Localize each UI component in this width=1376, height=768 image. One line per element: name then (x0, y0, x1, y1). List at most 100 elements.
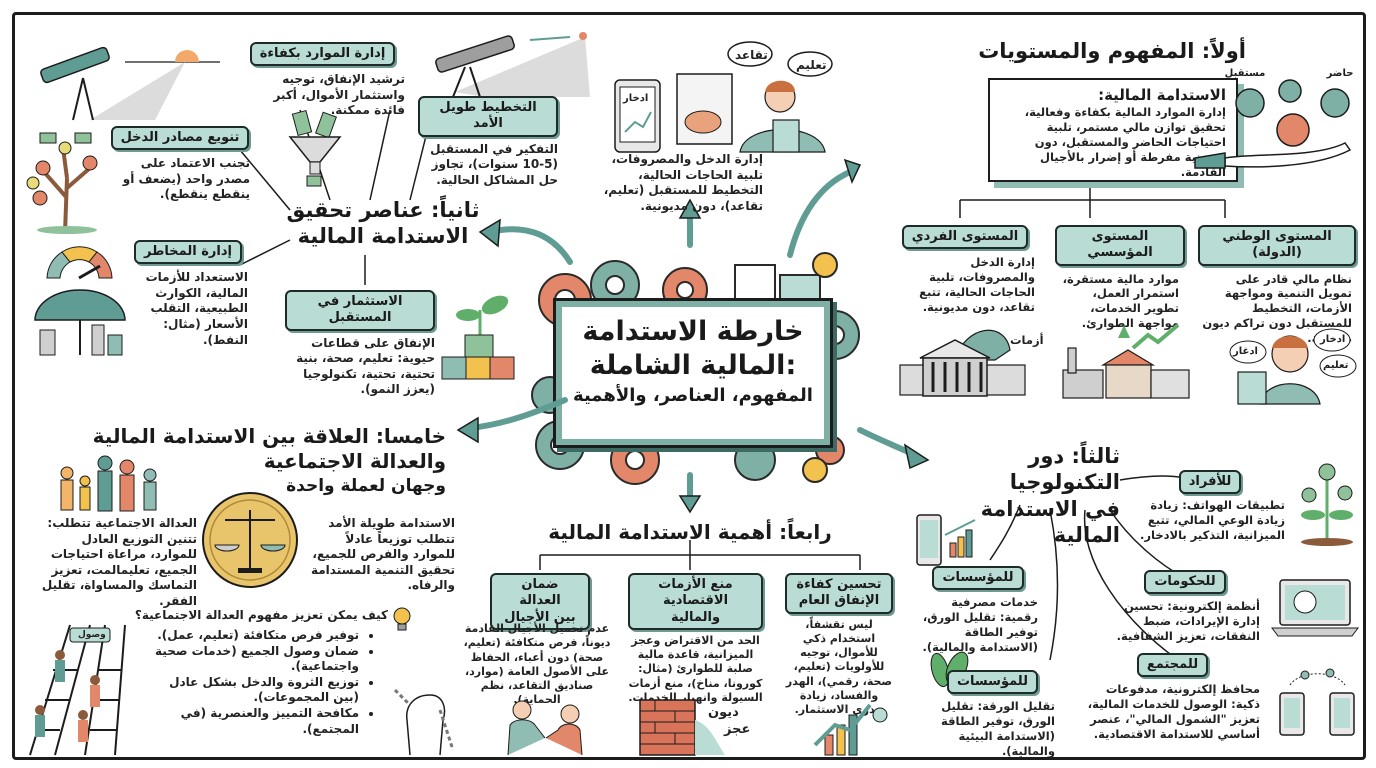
section5-subheading: وجهان لعملة واحدة (286, 476, 446, 496)
element-income-tag: تنويع مصادر الدخل (110, 126, 250, 151)
tech-institutions-paper-tag: للمؤسسات (946, 670, 1038, 695)
section2-heading: ثانياً: عناصر تحقيق الاستدامة المالية (278, 197, 488, 250)
funnel-money-icon (288, 109, 342, 187)
importance-crises-text: الحد من الاقتراض وعجز الميزانية، قاعدة م… (628, 633, 763, 704)
justice-bullets: توفير فرص متكافئة (تعليم، عمل). ضمان وصو… (145, 628, 375, 737)
tech-community-text: محافظ إلكترونية، مدفوعات ذكية: الوصول لل… (1087, 682, 1260, 742)
justice-bullet: مكافحة التمييز والعنصرية (في المجتمع). (145, 706, 359, 737)
tech-institutions-digital-text: خدمات مصرفية رقمية: تقليل الورق، توفير ا… (922, 595, 1039, 655)
laptop-icon (1271, 579, 1359, 637)
bubble-education: تعليم (1323, 360, 1349, 371)
debt-label: ديون (708, 705, 739, 720)
umbrella-city-icon (34, 289, 126, 356)
bank-wave-icon (899, 329, 1026, 397)
telescope-road-icon (435, 32, 590, 98)
ladder-label: وصول (78, 630, 106, 640)
section3-heading-line2: في الاستدامة المالية (980, 496, 1120, 547)
element-long-term-text: التفكير في المستقبل (5-10 سنوات)، تجاوز … (430, 141, 558, 187)
importance-crises: منع الأزمات الاقتصادية والمالية الحد من … (628, 573, 763, 705)
svg-text:مستقبل: مستقبل (1225, 68, 1266, 79)
definition-title: الاستدامة المالية: (1098, 86, 1226, 104)
element-invest-text: الإنفاق على قطاعات حيوية: تعليم، صحة، بن… (296, 335, 435, 397)
tech-individuals-tag: للأفراد (1178, 470, 1242, 495)
central-title-line2: المالية الشاملة: (589, 349, 797, 381)
tech-individuals-text: تطبيقات الهواتف: زيادة زيادة الوعي المال… (1140, 498, 1285, 543)
crisis-label: أزمات (1010, 333, 1044, 347)
tech-governments: للحكومات أنظمة إلكترونية: تحسين إدارة ال… (1110, 570, 1260, 644)
importance-spending-title1: تحسين كفاءة (796, 577, 882, 592)
section4-heading: رابعاً: أهمية الاستدامة المالية (548, 520, 832, 544)
importance-crises-title2: الاقتصادية والمالية (662, 593, 729, 625)
money-tree-icon (26, 132, 98, 234)
element-income: تنويع مصادر الدخل تجنب الاعتماد على مصدر… (110, 126, 250, 203)
bubble-savings: ادخار (1320, 334, 1346, 345)
element-resources: إدارة الموارد بكفاءة ترشيد الإنفاق، توجي… (240, 42, 405, 119)
definition-text: إدارة الموارد المالية بكفاءة وفعالية، تح… (1024, 104, 1226, 179)
section5-heading-line2: والعدالة الاجتماعية (263, 449, 446, 473)
deficit-label: عجز (724, 722, 751, 737)
level-institutional-text: موارد مالية مستقرة، استمرار العمل، تطوير… (1062, 271, 1179, 331)
element-risk-text: الاستعداد للأزمات المالية، الكوارث الطبي… (145, 270, 248, 347)
central-subtitle: المفهوم، العناصر، والأهمية (573, 384, 813, 406)
element-long-term: التخطيط طويل الأمد التفكير في المستقبل (… (418, 96, 558, 188)
blocks-sprout-icon (441, 295, 515, 380)
importance-spending: تحسين كفاءة الإنفاق العام ليس تقشفاً، اس… (785, 573, 893, 718)
level-individual-tag: المستوى الفردي (901, 225, 1029, 250)
phones-network-icon (1279, 668, 1355, 736)
section1-heading: أولاً: المفهوم والمستويات (978, 39, 1246, 63)
element-income-text: تجنب الاعتماد على مصدر واحد (يضعف أو ينق… (122, 156, 250, 202)
importance-generations-text: عدم تحميل الأجيال القادمة ديوناً، فرص مت… (463, 622, 611, 707)
telescope-sunrise-icon (40, 46, 220, 121)
top-center-text: إدارة الدخل والمصروفات، تلبية الحاجات ال… (603, 152, 763, 213)
risk-gauge-icon (46, 246, 113, 280)
level-individual: المستوى الفردي إدارة الدخل والمصروفات، ت… (895, 225, 1035, 315)
level-institutional-tag: المستوى المؤسسي (1055, 225, 1185, 266)
debt-wall-icon (639, 699, 725, 756)
section2-heading-line1: ثانياً: عناصر تحقيق (286, 198, 480, 222)
justice-bullet: ضمان وصول الجميع (خدمات صحية واجتماعية). (145, 644, 359, 675)
ladder-people-icon (29, 624, 126, 756)
fist-chain-icon (393, 688, 455, 756)
justice-coin-icon (202, 492, 298, 588)
money-bags-hand-icon: حاضر مستقبل (1194, 68, 1354, 169)
justice-question: كيف يمكن تعزيز مفهوم العدالة الاجتماعية؟ (134, 608, 388, 622)
phone-chart-icon (916, 514, 976, 566)
section2-heading-line2: الاستدامة المالية (297, 224, 469, 249)
element-resources-text: ترشيد الإنفاق، توجيه واستثمار الأموال، أ… (273, 72, 405, 118)
tech-institutions-digital-tag: للمؤسسات (932, 566, 1024, 591)
tech-institutions-paper-text: تقليل الورقة: تقليل الورق، توفير الطاقة … (941, 699, 1055, 759)
money-plant-icon (1301, 463, 1353, 546)
element-risk-tag: إدارة المخاطر (134, 240, 242, 265)
tech-institutions-paper: للمؤسسات تقليل الورقة: تقليل الورق، توفي… (930, 670, 1055, 759)
definition-box: الاستدامة المالية: إدارة الموارد المالية… (988, 78, 1238, 182)
importance-generations-title2: بين الأجيال (504, 609, 576, 625)
justice-bullet: توزيع الثروة والدخل بشكل عادل (بين المجم… (145, 675, 359, 706)
importance-generations-tag: ضمان العدالة بين الأجيال (490, 573, 590, 630)
bubble-retirement: تقاعد (735, 48, 768, 62)
bubble-saving-alt: ادغار (1233, 346, 1258, 357)
section3-heading-line1: ثالثاً: دور التكنولوجيا (1009, 444, 1120, 495)
importance-crises-title1: منع الأزمات (658, 577, 733, 592)
element-resources-tag: إدارة الموارد بكفاءة (249, 42, 396, 67)
importance-spending-text: ليس تقشفاً، استخدام ذكي للأموال، توجيه ل… (785, 617, 893, 717)
importance-spending-tag: تحسين كفاءة الإنفاق العام (785, 573, 893, 614)
tech-governments-text: أنظمة إلكترونية: تحسين إدارة الإيرادات، … (1116, 599, 1260, 644)
tech-governments-tag: للحكومات (1144, 570, 1226, 595)
justice-text: العدالة الاجتماعية تتطلب: تتنين التوزيع … (41, 516, 197, 608)
importance-spending-title2: الإنفاق العام (798, 593, 880, 609)
sustainability-text: الاستدامة طويلة الأمد تتطلب توزيعاً عادل… (310, 516, 455, 593)
bubble-education-top: تعليم (796, 58, 827, 72)
importance-generations-title1: ضمان العدالة (519, 577, 561, 609)
tech-institutions-digital: للمؤسسات خدمات مصرفية رقمية: تقليل الورق… (918, 566, 1038, 655)
person-calculator-icon (1229, 328, 1357, 405)
element-invest-tag: الاستثمار في المستقبل (285, 290, 435, 331)
section5-heading-line1: خامسا: العلاقة بين الاستدامة المالية (92, 424, 446, 448)
level-national-tag: المستوى الوطني (الدولة) (1198, 225, 1356, 266)
svg-text:حاضر: حاضر (1326, 68, 1354, 79)
lightbulb-icon (393, 607, 411, 631)
family-icon (60, 455, 157, 512)
section3-heading: ثالثاً: دور التكنولوجيا في الاستدامة الم… (925, 443, 1120, 548)
central-title-line1: خارطة الاستدامة (582, 316, 804, 347)
handshake-icon (507, 700, 583, 756)
growth-chart-icon (813, 703, 888, 756)
